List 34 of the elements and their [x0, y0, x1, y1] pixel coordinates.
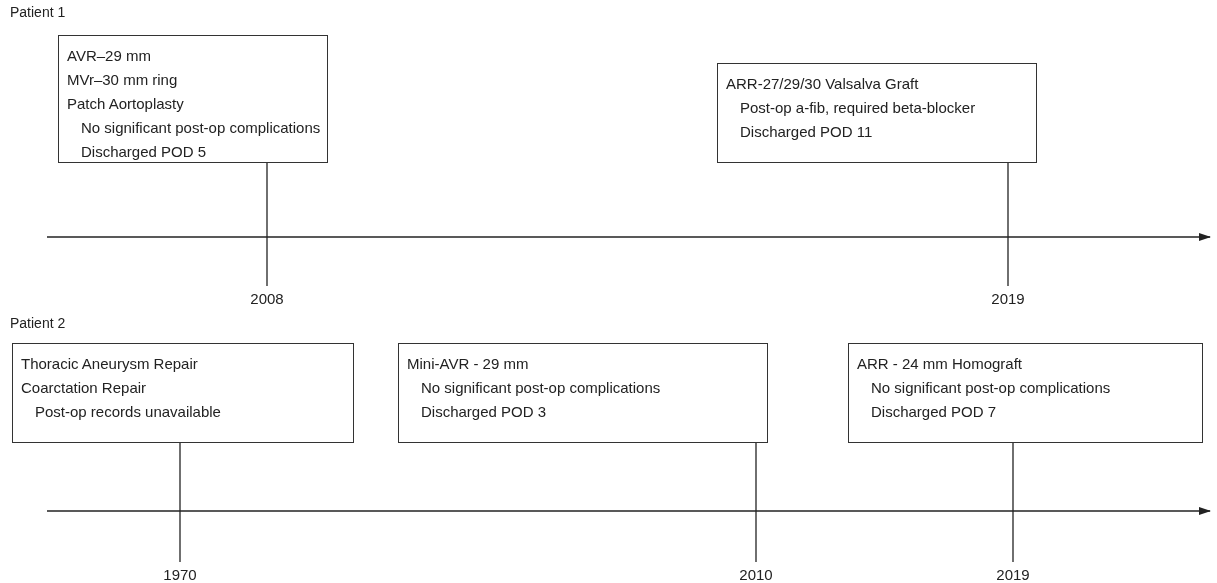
outcome-text: No significant post-op complications	[80, 118, 319, 138]
procedure-text: MVr–30 mm ring	[67, 70, 179, 90]
procedure-text: ARR - 24 mm Homograft	[857, 354, 1024, 374]
outcome-text: Discharged POD 7	[870, 402, 998, 422]
procedure-text: Patch Aortoplasty	[67, 94, 185, 114]
event-box	[58, 35, 328, 163]
year-label: 2019	[991, 290, 1025, 307]
outcome-text: No significant post-op complications	[870, 378, 1112, 398]
event-box	[12, 343, 354, 443]
connector-line	[1012, 442, 1014, 563]
procedure-text: AVR–29 mm	[67, 46, 152, 66]
connector-line	[1007, 162, 1009, 287]
event-box	[398, 343, 768, 443]
event-box	[848, 343, 1203, 443]
connector-line	[179, 442, 181, 563]
event-box	[717, 63, 1037, 163]
outcome-text: Post-op records unavailable	[34, 402, 222, 422]
outcome-text: Post-op a-fib, required beta-blocker	[739, 98, 977, 118]
year-label: 2010	[739, 566, 773, 583]
patient-label: Patient 1	[10, 4, 66, 20]
outcome-text: Discharged POD 3	[420, 402, 548, 422]
patient-label: Patient 2	[10, 315, 66, 331]
procedure-text: Mini-AVR - 29 mm	[407, 354, 530, 374]
outcome-text: No significant post-op complications	[420, 378, 662, 398]
connector-line	[755, 442, 757, 563]
procedure-text: Coarctation Repair	[21, 378, 148, 398]
procedure-text: ARR-27/29/30 Valsalva Graft	[726, 74, 920, 94]
outcome-text: Discharged POD 5	[80, 142, 208, 162]
outcome-text: Discharged POD 11	[739, 122, 874, 142]
connector-line	[266, 162, 268, 287]
procedure-text: Thoracic Aneurysm Repair	[21, 354, 199, 374]
year-label: 1970	[163, 566, 197, 583]
year-label: 2019	[996, 566, 1030, 583]
year-label: 2008	[250, 290, 284, 307]
